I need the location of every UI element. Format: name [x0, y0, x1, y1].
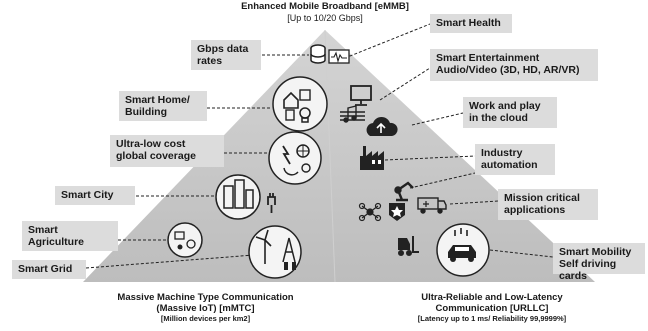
monitor-icon [350, 85, 372, 106]
label-smart-agriculture: Smart Agriculture [22, 221, 118, 251]
lightbulb-icon [299, 107, 311, 123]
robot-arm-icon [394, 181, 414, 202]
label-industry-automation: Industry automation [475, 144, 555, 175]
mmtc-line3: [Million devices per km2] [160, 314, 251, 323]
ambulance-icon [417, 197, 447, 214]
global-coverage-icon [268, 131, 322, 185]
label-smart-mobility: Smart Mobility Self driving cards [553, 243, 645, 282]
label-smart-entertainment: Smart Entertainment Audio/Video (3D, HD,… [430, 49, 598, 81]
city-buildings-icon [215, 174, 261, 220]
car-icon [436, 223, 490, 277]
urllc-line3: [Latency up to 1 ms/ Reliability 99,9999… [417, 314, 567, 323]
apex-subtitle: [Up to 10/20 Gbps] [287, 12, 363, 23]
label-smart-grid: Smart Grid [12, 260, 86, 279]
apex-title: Enhanced Mobile Broadband [eMMB] [241, 1, 409, 12]
cloud-upload-icon [366, 116, 398, 136]
mmtc-line2: (Massive IoT) [mMTC] [156, 302, 255, 314]
network-nodes-icon [358, 202, 382, 222]
pyramid-shape [83, 30, 595, 282]
label-smart-health: Smart Health [430, 14, 512, 33]
power-tower-icon [284, 262, 296, 270]
urllc-line1: Ultra-Reliable and Low-Latency [421, 292, 563, 303]
mmtc-line1: Massive Machine Type Communication [117, 292, 294, 303]
label-smart-city: Smart City [55, 186, 135, 205]
label-gbps-data-rates: Gbps data rates [191, 40, 261, 70]
leader-lines [85, 23, 554, 269]
agriculture-icon [167, 222, 203, 258]
plug-icon [267, 193, 276, 213]
forklift-icon [398, 236, 419, 256]
mmtc-caption: Massive Machine Type Communication (Mass… [98, 292, 313, 325]
badge-star-icon [389, 203, 405, 221]
apex-caption: Enhanced Mobile Broadband [eMMB] [Up to … [214, 1, 436, 23]
waveform-icon [328, 49, 350, 64]
music-notes-icon [340, 105, 365, 123]
urllc-caption: Ultra-Reliable and Low-Latency Communica… [392, 292, 592, 325]
label-work-play-cloud: Work and play in the cloud [463, 97, 557, 128]
label-mission-critical: Mission critical applications [498, 189, 598, 220]
database-icon [310, 44, 326, 64]
label-ultra-low-cost-coverage: Ultra-low cost global coverage [110, 135, 224, 167]
wind-turbine-icon [248, 225, 302, 279]
smart-home-icon [272, 76, 328, 132]
factory-icon [360, 146, 384, 170]
label-smart-home-building: Smart Home/ Building [119, 91, 207, 121]
urllc-line2: Communication [URLLC] [435, 302, 549, 314]
pyramid-divider [324, 29, 336, 283]
